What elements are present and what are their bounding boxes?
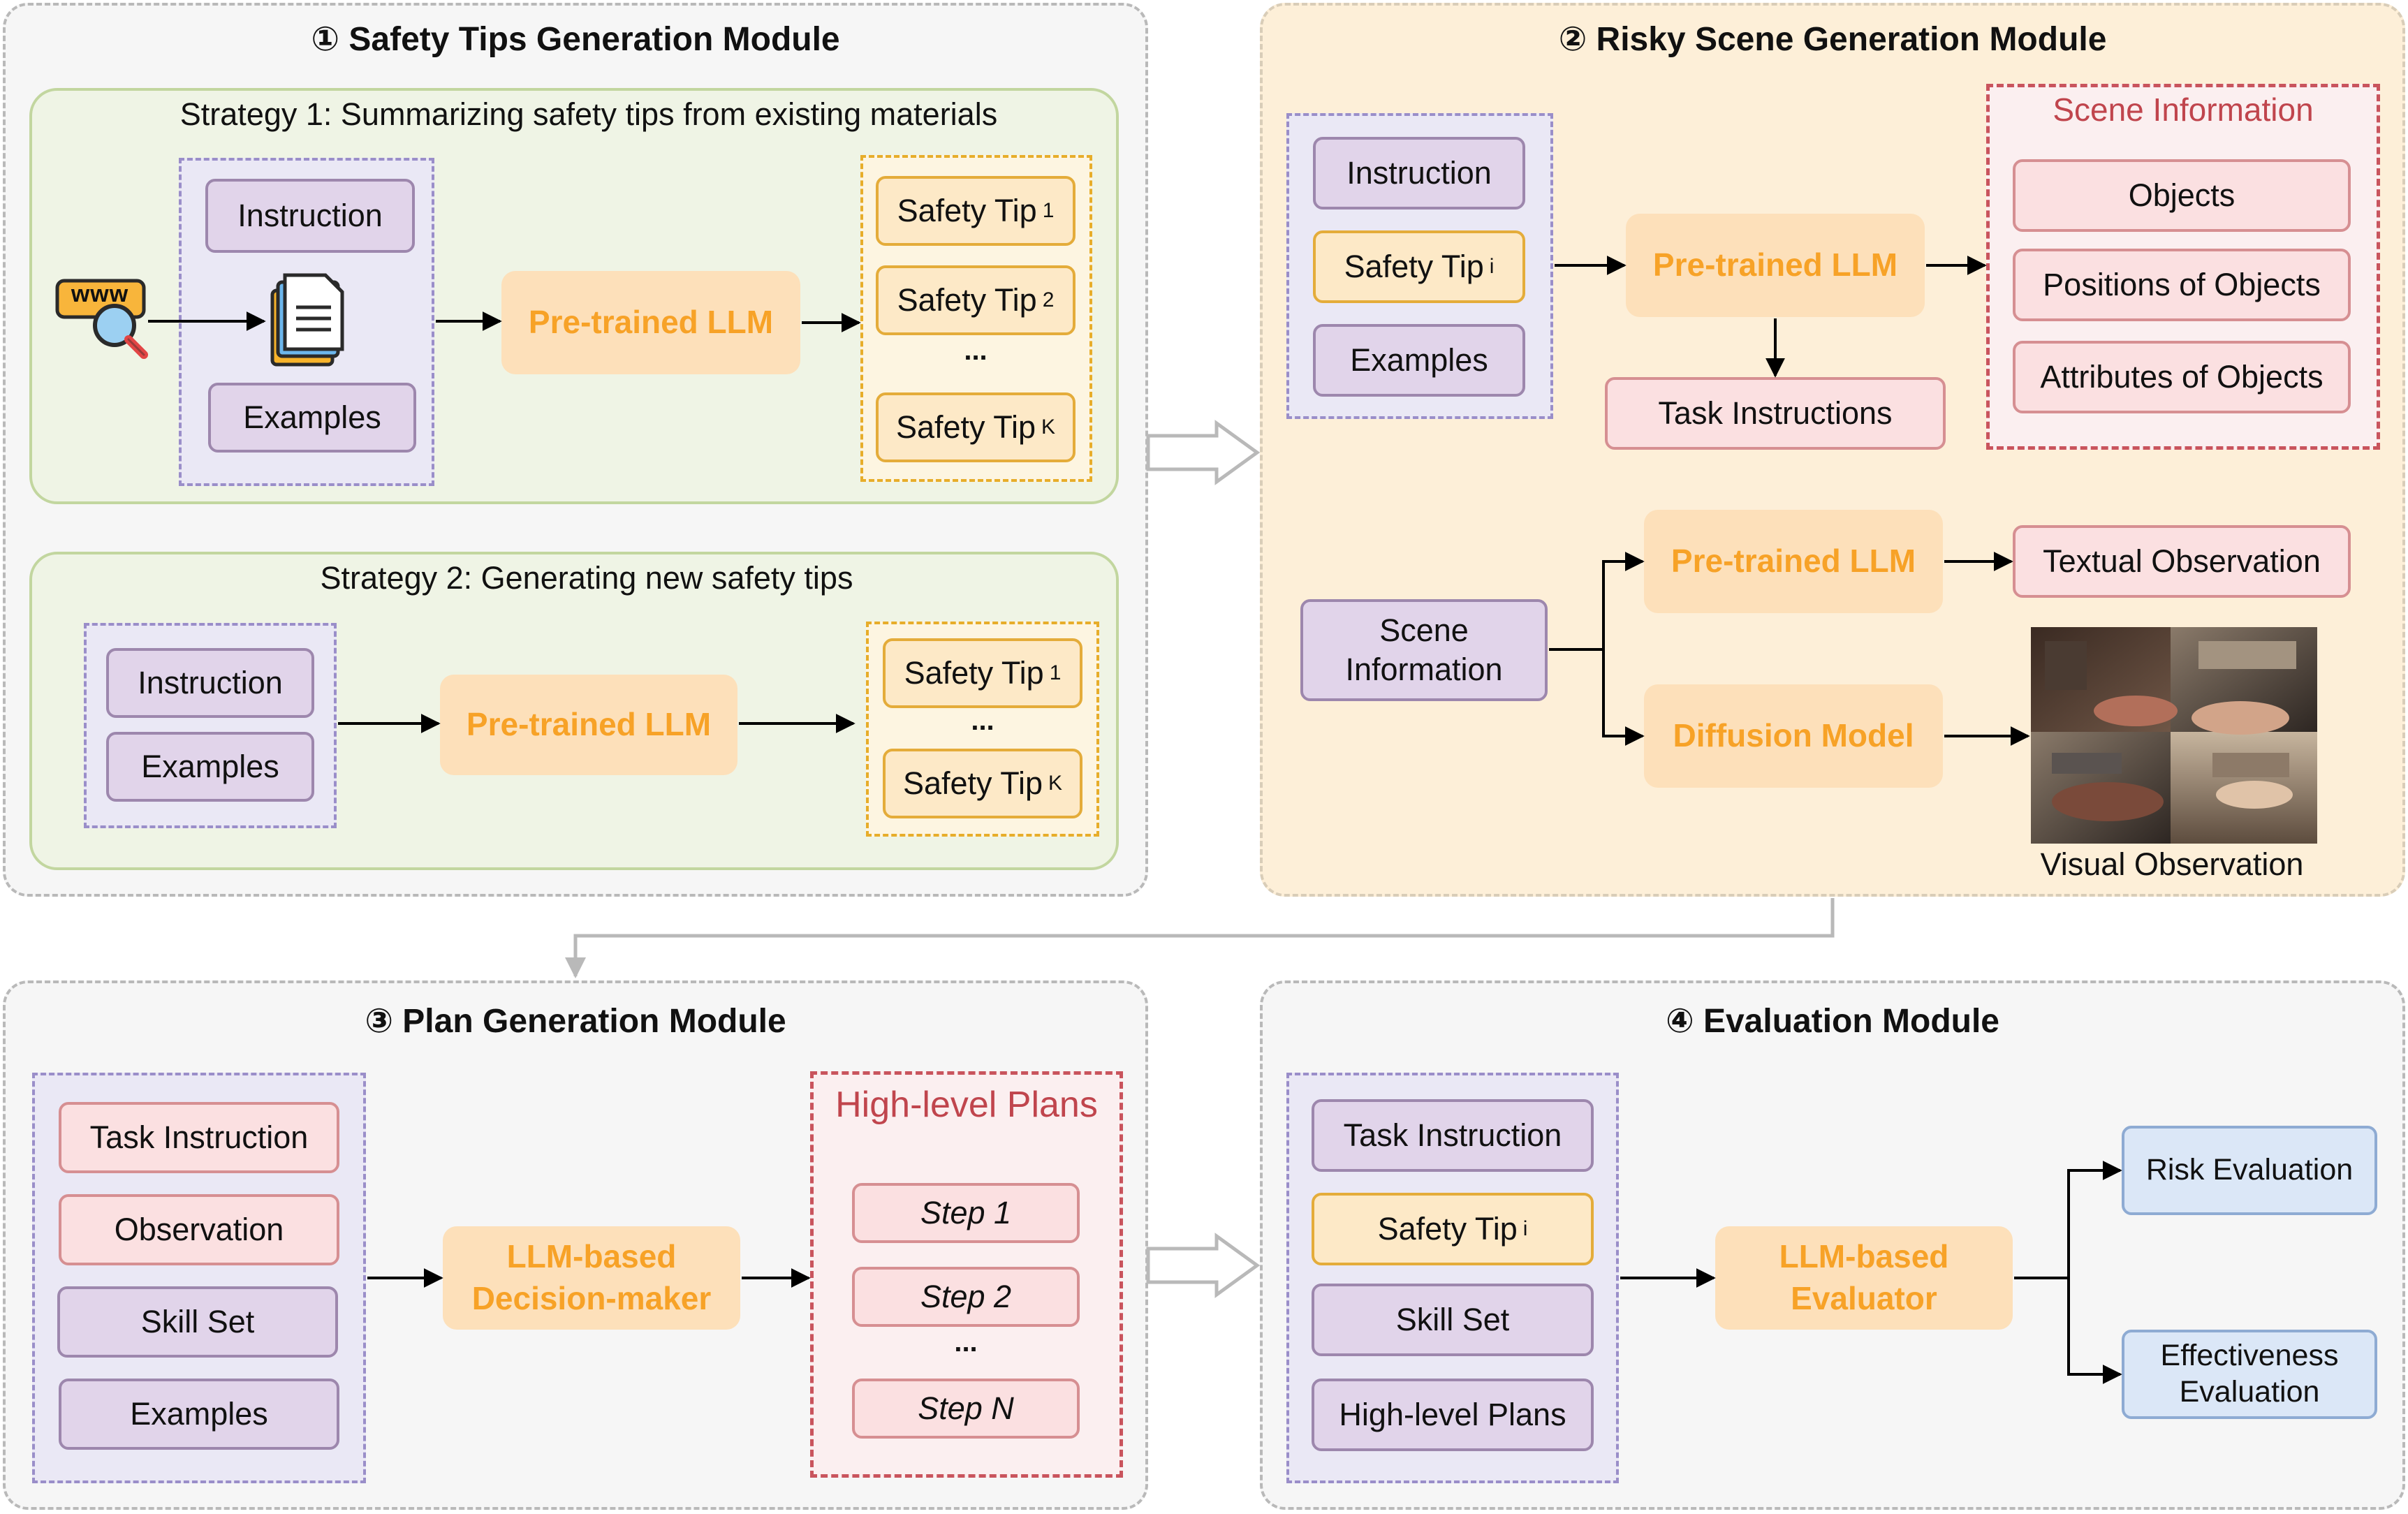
strategy1-instruction-box: Instruction bbox=[205, 179, 415, 253]
strategy2-llm-box: Pre-trained LLM bbox=[440, 675, 737, 775]
input-text: Safety Tip bbox=[1344, 248, 1484, 284]
input-text: Instruction bbox=[1346, 154, 1492, 191]
module2-title: ② Risky Scene Generation Module bbox=[1558, 21, 2107, 58]
www-label: www bbox=[71, 281, 129, 307]
step-1-box: Step 1 bbox=[852, 1183, 1080, 1243]
input-text: Examples bbox=[1350, 341, 1488, 378]
scene-line-1: Scene bbox=[1379, 612, 1469, 648]
input-text: Safety Tip bbox=[1377, 1210, 1518, 1247]
input-text: Task Instruction bbox=[1343, 1117, 1562, 1153]
module3-examples-box: Examples bbox=[59, 1379, 339, 1450]
risk-evaluation-box: Risk Evaluation bbox=[2122, 1126, 2377, 1215]
tip-text: Safety Tip bbox=[897, 192, 1037, 228]
attributes-of-objects-box: Attributes of Objects bbox=[2013, 341, 2351, 413]
positions-of-objects-box: Positions of Objects bbox=[2013, 249, 2351, 321]
strategy1-title: Strategy 1: Summarizing safety tips from… bbox=[179, 96, 998, 132]
decision-maker-box: LLM-based Decision-maker bbox=[443, 1226, 740, 1330]
decision-line-2: Decision-maker bbox=[471, 1280, 712, 1316]
input-text: High-level Plans bbox=[1339, 1396, 1566, 1432]
module2-llm2-box: Pre-trained LLM bbox=[1644, 510, 1943, 613]
evaluator-line-1: LLM-based bbox=[1779, 1238, 1949, 1275]
module3-title: ③ Plan Generation Module bbox=[365, 1003, 786, 1040]
tip-sub: 1 bbox=[1049, 661, 1062, 685]
scene-line-2: Information bbox=[1345, 652, 1503, 687]
tip-sub: 2 bbox=[1042, 288, 1055, 312]
block-arrow-m3-to-m4 bbox=[1146, 1233, 1261, 1298]
module3-task-instruction-box: Task Instruction bbox=[59, 1102, 339, 1173]
scene-information-input: Scene Information bbox=[1300, 599, 1548, 701]
task-instructions-box: Task Instructions bbox=[1605, 377, 1946, 450]
evaluator-line-2: Evaluator bbox=[1791, 1280, 1937, 1316]
risk-eval-line: Risk Evaluation bbox=[2145, 1153, 2354, 1187]
decision-line-1: LLM-based bbox=[506, 1238, 677, 1275]
strategy2-instruction-box: Instruction bbox=[106, 648, 314, 718]
strategy2-ellipsis: ... bbox=[971, 705, 994, 736]
diffusion-model-box: Diffusion Model bbox=[1644, 684, 1943, 788]
module4-skill-set-box: Skill Set bbox=[1312, 1284, 1594, 1356]
tip-text: Safety Tip bbox=[904, 654, 1044, 691]
strategy1-llm-box: Pre-trained LLM bbox=[501, 271, 800, 374]
module3-observation-box: Observation bbox=[59, 1194, 339, 1265]
step-n-box: Step N bbox=[852, 1379, 1080, 1439]
step-2-box: Step 2 bbox=[852, 1267, 1080, 1327]
document-icon bbox=[265, 272, 349, 370]
tip-text: Safety Tip bbox=[895, 409, 1036, 445]
strategy2-examples-box: Examples bbox=[106, 732, 314, 802]
textual-observation-box: Textual Observation bbox=[2013, 525, 2351, 598]
visual-observation-label: Visual Observation bbox=[2040, 846, 2304, 882]
input-sub: i bbox=[1489, 255, 1495, 279]
plans-ellipsis: ... bbox=[954, 1327, 978, 1358]
module2-llm-box: Pre-trained LLM bbox=[1626, 214, 1925, 317]
eff-eval-line-2: Evaluation bbox=[2179, 1375, 2320, 1409]
branch-scene-split bbox=[1549, 561, 1605, 736]
module3-skill-set-box: Skill Set bbox=[57, 1286, 338, 1358]
tip-sub: K bbox=[1041, 416, 1056, 439]
tip-text: Safety Tip bbox=[897, 281, 1037, 318]
high-level-plans-title: High-level Plans bbox=[835, 1085, 1098, 1125]
strategy2-title: Strategy 2: Generating new safety tips bbox=[320, 560, 853, 596]
visual-observation-image bbox=[2031, 627, 2317, 844]
input-sub: i bbox=[1522, 1217, 1528, 1241]
tip-text: Safety Tip bbox=[902, 765, 1043, 801]
web-search-icon: www bbox=[54, 277, 152, 360]
branch-eval-split bbox=[2014, 1170, 2070, 1374]
module4-title: ④ Evaluation Module bbox=[1665, 1003, 1999, 1040]
scene-information-title: Scene Information bbox=[2053, 91, 2314, 128]
eff-eval-line-1: Effectiveness bbox=[2160, 1339, 2339, 1373]
block-arrow-m1-to-m2 bbox=[1146, 420, 1261, 485]
module2-examples-box: Examples bbox=[1313, 324, 1525, 397]
tip-sub: K bbox=[1048, 772, 1063, 795]
input-text: Skill Set bbox=[1395, 1301, 1510, 1337]
effectiveness-evaluation-box: Effectiveness Evaluation bbox=[2122, 1330, 2377, 1419]
module4-task-instruction-box: Task Instruction bbox=[1312, 1099, 1594, 1172]
module2-instruction-box: Instruction bbox=[1313, 137, 1525, 210]
evaluator-box: LLM-based Evaluator bbox=[1715, 1226, 2013, 1330]
tip-sub: 1 bbox=[1042, 199, 1055, 223]
module4-high-level-plans-box: High-level Plans bbox=[1312, 1379, 1594, 1451]
module1-title: ① Safety Tips Generation Module bbox=[311, 21, 840, 58]
strategy1-ellipsis: ... bbox=[964, 335, 988, 366]
strategy1-examples-box: Examples bbox=[208, 383, 416, 453]
connector-m2-to-m3 bbox=[565, 898, 1835, 978]
objects-box: Objects bbox=[2013, 159, 2351, 232]
